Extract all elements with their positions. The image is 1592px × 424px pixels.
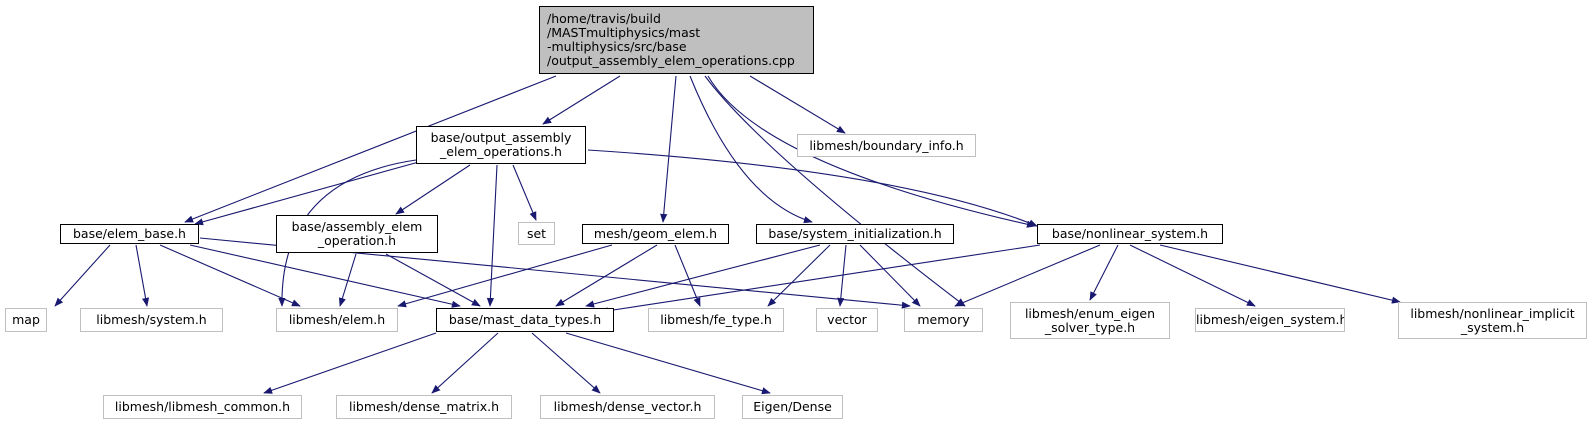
node-output-assembly-h[interactable]: base/output_assembly_elem_operations.h xyxy=(416,126,586,164)
node-fe-type: libmesh/fe_type.h xyxy=(648,308,784,332)
edge-mast-data-types-to-libmesh-common xyxy=(263,332,437,394)
node-label-line: base/elem_base.h xyxy=(73,226,186,241)
node-label-line: libmesh/nonlinear_implicit xyxy=(1410,306,1575,321)
node-label-line: _elem_operations.h xyxy=(440,144,562,159)
node-label-line: libmesh/boundary_info.h xyxy=(809,138,964,153)
node-set: set xyxy=(518,222,555,245)
edge-root-to-memory xyxy=(704,75,966,307)
node-label-line: base/assembly_elem xyxy=(291,219,423,234)
node-eigen-system: libmesh/eigen_system.h xyxy=(1195,308,1345,332)
node-map: map xyxy=(5,308,47,332)
node-label-line: libmesh/system.h xyxy=(96,312,207,327)
node-label-line: /home/travis/build xyxy=(547,11,661,26)
node-label-line: /MASTmultiphysics/mast xyxy=(547,25,701,40)
node-nonlinear-system[interactable]: base/nonlinear_system.h xyxy=(1037,224,1223,244)
edge-system-init-to-memory xyxy=(859,244,921,307)
node-label-line: memory xyxy=(917,312,970,327)
node-label-line: /output_assembly_elem_operations.cpp xyxy=(547,53,795,68)
edge-output-assembly-h-to-elem-h xyxy=(278,159,417,307)
node-label-line: libmesh/dense_vector.h xyxy=(553,399,702,414)
edge-nonlinear-system-to-enum-eigen xyxy=(1089,244,1119,301)
node-label-line: _operation.h xyxy=(317,233,397,248)
edge-mast-data-types-to-dense-vector xyxy=(531,332,601,394)
node-elem-base[interactable]: base/elem_base.h xyxy=(60,224,199,244)
edge-system-init-to-mast-data-types xyxy=(585,244,821,308)
node-vector: vector xyxy=(816,308,878,332)
node-label-line: base/nonlinear_system.h xyxy=(1051,226,1209,241)
edge-geom-elem-to-fe-type xyxy=(674,244,701,307)
edge-root-to-geom-elem xyxy=(660,75,677,223)
edge-nonlinear-system-to-nonlinear-implicit xyxy=(1159,244,1401,304)
node-geom-elem[interactable]: mesh/geom_elem.h xyxy=(582,224,729,244)
node-boundary-info: libmesh/boundary_info.h xyxy=(797,134,976,157)
edge-output-assembly-h-to-elem-base xyxy=(194,159,427,226)
edge-elem-base-to-elem-h xyxy=(159,244,301,307)
node-label-line: set xyxy=(526,226,547,241)
edge-root-to-output-assembly-h xyxy=(542,75,621,125)
node-mast-data-types[interactable]: base/mast_data_types.h xyxy=(436,308,614,332)
edge-root-to-boundary-info xyxy=(749,75,846,134)
node-label-line: Eigen/Dense xyxy=(753,399,832,414)
edge-assembly-elem-op-to-mast-data-types xyxy=(385,253,481,307)
node-label-line: vector xyxy=(827,312,867,327)
node-dense-vector: libmesh/dense_vector.h xyxy=(540,395,715,419)
node-label-line: base/system_initialization.h xyxy=(768,226,942,241)
node-label-line: libmesh/elem.h xyxy=(288,312,386,327)
node-assembly-elem-op[interactable]: base/assembly_elem_operation.h xyxy=(276,215,438,253)
edge-output-assembly-h-to-assembly-elem-op xyxy=(395,164,471,215)
node-dense-matrix: libmesh/dense_matrix.h xyxy=(336,395,512,419)
node-label-line: libmesh/eigen_system.h xyxy=(1196,312,1345,327)
edge-system-init-to-fe-type xyxy=(767,244,831,307)
node-label-line: libmesh/enum_eigen xyxy=(1024,306,1156,321)
node-label-line: base/mast_data_types.h xyxy=(448,312,602,327)
node-system-init[interactable]: base/system_initialization.h xyxy=(756,224,954,244)
edge-elem-base-to-map xyxy=(54,244,111,307)
node-label-line: _solver_type.h xyxy=(1044,320,1136,335)
edge-root-to-elem-base xyxy=(184,75,557,223)
edge-geom-elem-to-elem-h xyxy=(397,244,613,308)
node-label-line: base/output_assembly xyxy=(430,130,572,145)
edge-assembly-elem-op-to-elem-h xyxy=(338,253,357,307)
edge-nonlinear-system-to-eigen-system xyxy=(1129,244,1256,307)
edge-elem-base-to-system-h xyxy=(135,244,150,307)
edge-root-to-system-init xyxy=(689,75,813,224)
edge-geom-elem-to-mast-data-types xyxy=(555,244,658,307)
node-enum-eigen: libmesh/enum_eigen_solver_type.h xyxy=(1010,302,1170,339)
node-label-line: libmesh/libmesh_common.h xyxy=(114,399,291,414)
edge-output-assembly-h-to-nonlinear-system xyxy=(587,149,1038,227)
edge-nonlinear-system-to-memory xyxy=(954,244,1101,307)
node-label-line: mesh/geom_elem.h xyxy=(593,226,718,241)
node-memory: memory xyxy=(904,308,983,332)
edge-mast-data-types-to-dense-matrix xyxy=(431,332,499,394)
node-eigen-dense: Eigen/Dense xyxy=(742,395,843,419)
edge-mast-data-types-to-eigen-dense xyxy=(565,332,771,395)
node-label-line: libmesh/fe_type.h xyxy=(660,312,772,327)
node-label-line: -multiphysics/src/base xyxy=(547,39,687,54)
node-label-line: libmesh/dense_matrix.h xyxy=(348,399,500,414)
node-elem-h: libmesh/elem.h xyxy=(276,308,398,332)
node-system-h: libmesh/system.h xyxy=(80,308,223,332)
edge-output-assembly-h-to-set xyxy=(512,164,537,221)
edge-output-assembly-h-to-mast-data-types xyxy=(486,164,498,307)
node-libmesh-common: libmesh/libmesh_common.h xyxy=(103,395,302,419)
node-root[interactable]: /home/travis/build/MASTmultiphysics/mast… xyxy=(539,6,814,74)
node-nonlinear-implicit: libmesh/nonlinear_implicit_system.h xyxy=(1398,302,1587,339)
edge-root-to-nonlinear-system xyxy=(707,75,1036,228)
node-label-line: map xyxy=(12,312,40,327)
node-label-line: _system.h xyxy=(1460,320,1525,335)
edge-nonlinear-system-to-mast-data-types xyxy=(599,244,1041,315)
edge-elem-base-to-mast-data-types xyxy=(189,244,461,308)
